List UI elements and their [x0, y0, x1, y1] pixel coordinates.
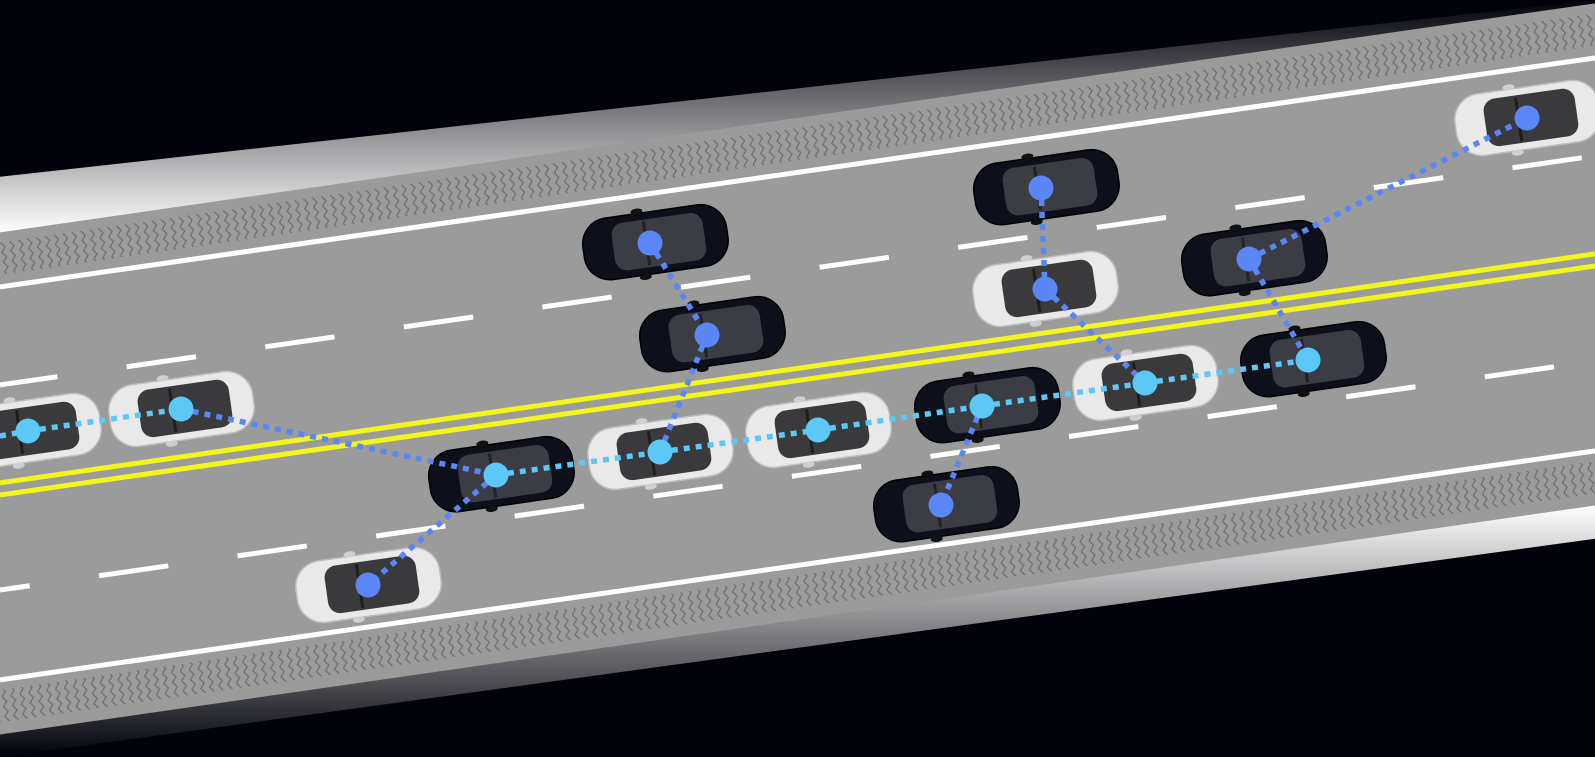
network-link-secondary	[938, 404, 985, 507]
network-node-primary	[15, 418, 41, 444]
car-mirror	[485, 505, 498, 513]
lane-divider-lower	[0, 358, 1595, 593]
car-mirror	[1288, 325, 1301, 332]
car-mirror	[1120, 349, 1133, 356]
car-mirror	[1129, 414, 1142, 421]
network-link-secondary	[1246, 257, 1311, 362]
road-glow-top	[0, 0, 1595, 234]
center-line-1	[0, 251, 1595, 486]
network-node-secondary	[637, 230, 663, 256]
car-mirror	[476, 440, 489, 447]
car-mirror	[156, 375, 169, 382]
network-link-primary	[27, 406, 182, 434]
car-mirror	[1297, 390, 1310, 398]
network-node-secondary	[355, 572, 381, 598]
car-mirror	[1502, 84, 1515, 91]
edge-line-bottom	[0, 448, 1595, 683]
car-mirror	[696, 365, 709, 373]
network-link-primary	[495, 449, 661, 478]
lane-divider-upper	[0, 153, 1595, 388]
car-mirror	[630, 208, 643, 215]
network-node-secondary	[1514, 105, 1540, 131]
center-line-2	[0, 263, 1595, 498]
car-mirror	[3, 397, 16, 404]
network-link-secondary	[1247, 115, 1529, 262]
car-mirror	[1021, 153, 1034, 160]
network-link-primary	[817, 403, 983, 433]
car-mirror	[1511, 149, 1524, 156]
network-node-primary	[1132, 370, 1158, 396]
network-link-primary	[981, 380, 1146, 409]
car-mirror	[962, 371, 975, 378]
car-mirror	[343, 551, 356, 558]
network-link-secondary	[180, 406, 497, 478]
car-mirror	[352, 616, 365, 623]
network-node-secondary	[1032, 276, 1058, 302]
rumble-strip-bottom	[0, 461, 1595, 723]
network-node-primary	[483, 462, 509, 488]
car-mirror	[165, 440, 178, 447]
car-mirror	[930, 535, 943, 543]
network-nodes	[15, 105, 1540, 598]
network-node-secondary	[1028, 175, 1054, 201]
car-mirror	[1020, 255, 1033, 262]
car-mirror	[1030, 218, 1043, 226]
rumble-strip-top	[0, 13, 1595, 275]
car-mirror	[639, 273, 652, 281]
network-node-primary	[168, 396, 194, 422]
car-mirror	[644, 483, 657, 490]
car-mirror	[1029, 320, 1042, 327]
edge-line-top	[0, 55, 1595, 290]
network-links	[0, 115, 1529, 588]
car-mirror	[802, 461, 815, 468]
car-mirror	[1229, 224, 1242, 231]
network-node-primary	[805, 417, 831, 443]
network-link-secondary	[366, 472, 498, 588]
network-link-primary	[1144, 357, 1309, 386]
network-node-secondary	[928, 492, 954, 518]
network-node-primary	[1295, 347, 1321, 373]
network-link-primary	[0, 428, 29, 439]
network-link-secondary	[657, 333, 710, 454]
car-mirror	[793, 396, 806, 403]
car-mirror	[12, 462, 25, 469]
network-node-primary	[647, 439, 673, 465]
network-node-secondary	[694, 322, 720, 348]
network-link-secondary	[1038, 187, 1048, 290]
car-mirror	[635, 418, 648, 425]
car-mirror	[921, 470, 934, 477]
network-node-primary	[969, 393, 995, 419]
road-glow-bottom	[0, 504, 1595, 757]
network-node-secondary	[1236, 246, 1262, 272]
car-mirror	[971, 436, 984, 444]
network-link-primary	[659, 427, 819, 455]
car-mirror	[1238, 289, 1251, 297]
